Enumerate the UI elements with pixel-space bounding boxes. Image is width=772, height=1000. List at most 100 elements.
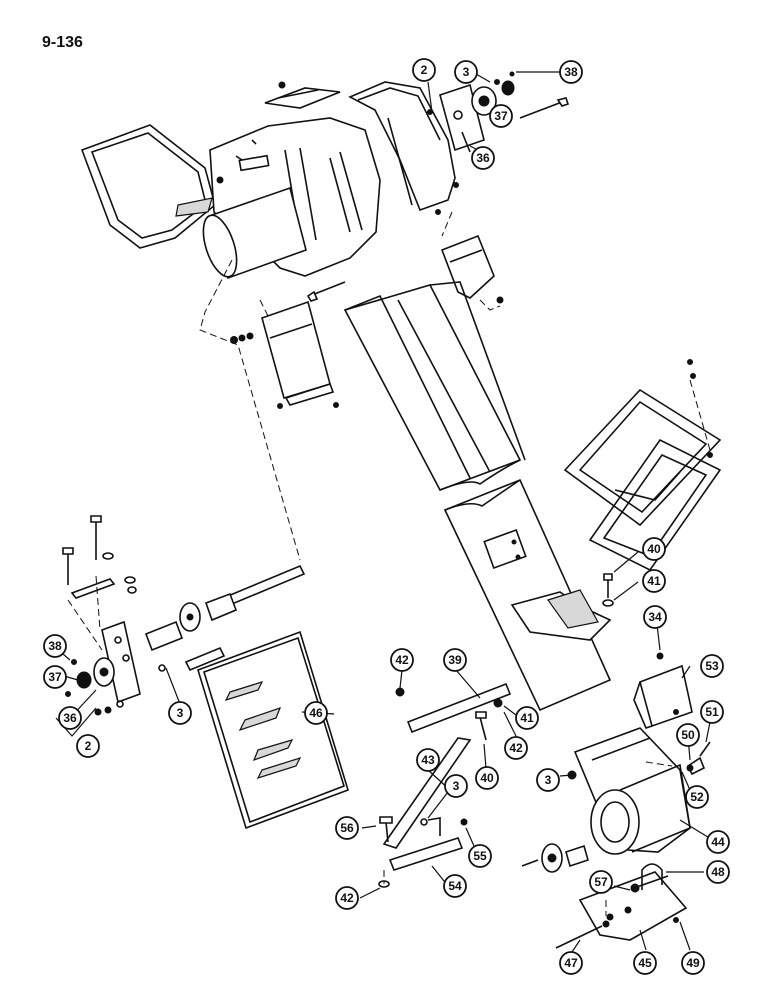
callout-36-left: 36 xyxy=(58,706,82,730)
callout-49: 49 xyxy=(681,951,705,975)
bottom-drum xyxy=(590,763,691,855)
svg-text:34: 34 xyxy=(648,610,662,624)
svg-text:3: 3 xyxy=(463,65,470,79)
svg-text:38: 38 xyxy=(564,65,578,79)
svg-text:48: 48 xyxy=(711,865,725,879)
callout-41-mid: 41 xyxy=(515,706,539,730)
svg-text:3: 3 xyxy=(177,706,184,720)
left-angle-bracket xyxy=(70,578,116,599)
svg-text:3: 3 xyxy=(453,779,460,793)
svg-text:40: 40 xyxy=(480,771,494,785)
svg-text:54: 54 xyxy=(448,879,462,893)
small-bolt-right xyxy=(686,741,711,776)
svg-text:56: 56 xyxy=(340,821,354,835)
callout-36-top: 36 xyxy=(471,146,495,170)
callout-45: 45 xyxy=(633,951,657,975)
assembly-lines xyxy=(67,211,711,916)
top-long-bolt xyxy=(216,97,570,215)
callout-42-mid: 42 xyxy=(504,736,528,760)
callout-50: 50 xyxy=(676,723,700,747)
callout-34: 34 xyxy=(643,605,667,629)
svg-text:42: 42 xyxy=(395,653,409,667)
drive-shaft xyxy=(144,564,306,672)
left-curved-shield xyxy=(80,124,216,249)
callout-55: 55 xyxy=(468,844,492,868)
motor-box xyxy=(633,652,693,729)
svg-text:43: 43 xyxy=(421,753,435,767)
svg-text:55: 55 xyxy=(473,849,487,863)
callout-38-top: 38 xyxy=(559,60,583,84)
callout-42-upper: 42 xyxy=(390,648,414,672)
callout-2-top: 2 xyxy=(412,58,436,82)
svg-text:2: 2 xyxy=(421,63,428,77)
callout-3-left: 3 xyxy=(168,701,192,725)
svg-text:46: 46 xyxy=(309,706,323,720)
callout-46: 46 xyxy=(304,701,328,725)
spout-deflector xyxy=(510,589,612,641)
callout-3-mid: 3 xyxy=(444,774,468,798)
callout-38-left: 38 xyxy=(43,634,67,658)
svg-text:49: 49 xyxy=(686,956,700,970)
vertical-bolt-right xyxy=(602,573,614,607)
callout-42-lower: 42 xyxy=(335,886,359,910)
bottom-housing xyxy=(567,727,691,853)
elevator-tube-upper xyxy=(343,281,526,491)
callout-39: 39 xyxy=(443,648,467,672)
callout-37-left: 37 xyxy=(43,665,67,689)
svg-text:36: 36 xyxy=(63,711,77,725)
small-cover-plate xyxy=(440,234,504,304)
svg-text:37: 37 xyxy=(494,109,508,123)
svg-text:44: 44 xyxy=(711,835,725,849)
svg-text:42: 42 xyxy=(340,891,354,905)
brace-bracket xyxy=(382,682,512,871)
blower-cylinder xyxy=(202,186,307,280)
top-bracket-plate xyxy=(264,81,341,109)
callout-43: 43 xyxy=(416,748,440,772)
svg-text:47: 47 xyxy=(564,956,578,970)
callout-56: 56 xyxy=(335,816,359,840)
callout-37-top: 37 xyxy=(489,104,513,128)
svg-text:53: 53 xyxy=(705,659,719,673)
bottom-long-bolt xyxy=(555,917,679,949)
svg-text:50: 50 xyxy=(681,728,695,742)
svg-text:38: 38 xyxy=(48,639,62,653)
svg-text:52: 52 xyxy=(690,790,704,804)
svg-text:41: 41 xyxy=(520,711,534,725)
elevator-tube-lower xyxy=(443,478,612,712)
callout-2-left: 2 xyxy=(76,734,100,758)
svg-text:41: 41 xyxy=(647,574,661,588)
left-bearing-flange xyxy=(65,657,124,716)
callout-52: 52 xyxy=(685,785,709,809)
callout-47: 47 xyxy=(559,951,583,975)
callout-53: 53 xyxy=(700,654,724,678)
callout-41-right: 41 xyxy=(642,569,666,593)
svg-text:57: 57 xyxy=(594,875,608,889)
callout-40-right: 40 xyxy=(642,537,666,561)
svg-text:3: 3 xyxy=(545,773,552,787)
bearing-flange-top xyxy=(471,71,515,116)
bottom-hub xyxy=(521,843,589,873)
gasket-frames xyxy=(563,359,722,572)
callout-3-bottom: 3 xyxy=(536,768,560,792)
svg-text:42: 42 xyxy=(509,741,523,755)
mid-bracket xyxy=(230,300,339,409)
svg-text:36: 36 xyxy=(476,151,490,165)
page-number: 9-136 xyxy=(42,34,83,51)
svg-text:51: 51 xyxy=(705,705,719,719)
svg-text:2: 2 xyxy=(85,739,92,753)
u-bolt xyxy=(630,863,669,893)
svg-text:40: 40 xyxy=(647,542,661,556)
brace-hardware xyxy=(378,687,503,888)
callout-48: 48 xyxy=(706,860,730,884)
decal-panel xyxy=(197,630,349,830)
callout-57: 57 xyxy=(589,870,613,894)
mid-bolt xyxy=(306,281,346,302)
svg-text:37: 37 xyxy=(48,670,62,684)
callout-54: 54 xyxy=(443,874,467,898)
left-bolts xyxy=(62,515,137,594)
callout-3-top: 3 xyxy=(454,60,478,84)
callout-51: 51 xyxy=(700,700,724,724)
svg-text:45: 45 xyxy=(638,956,652,970)
left-sprocket xyxy=(179,602,201,632)
